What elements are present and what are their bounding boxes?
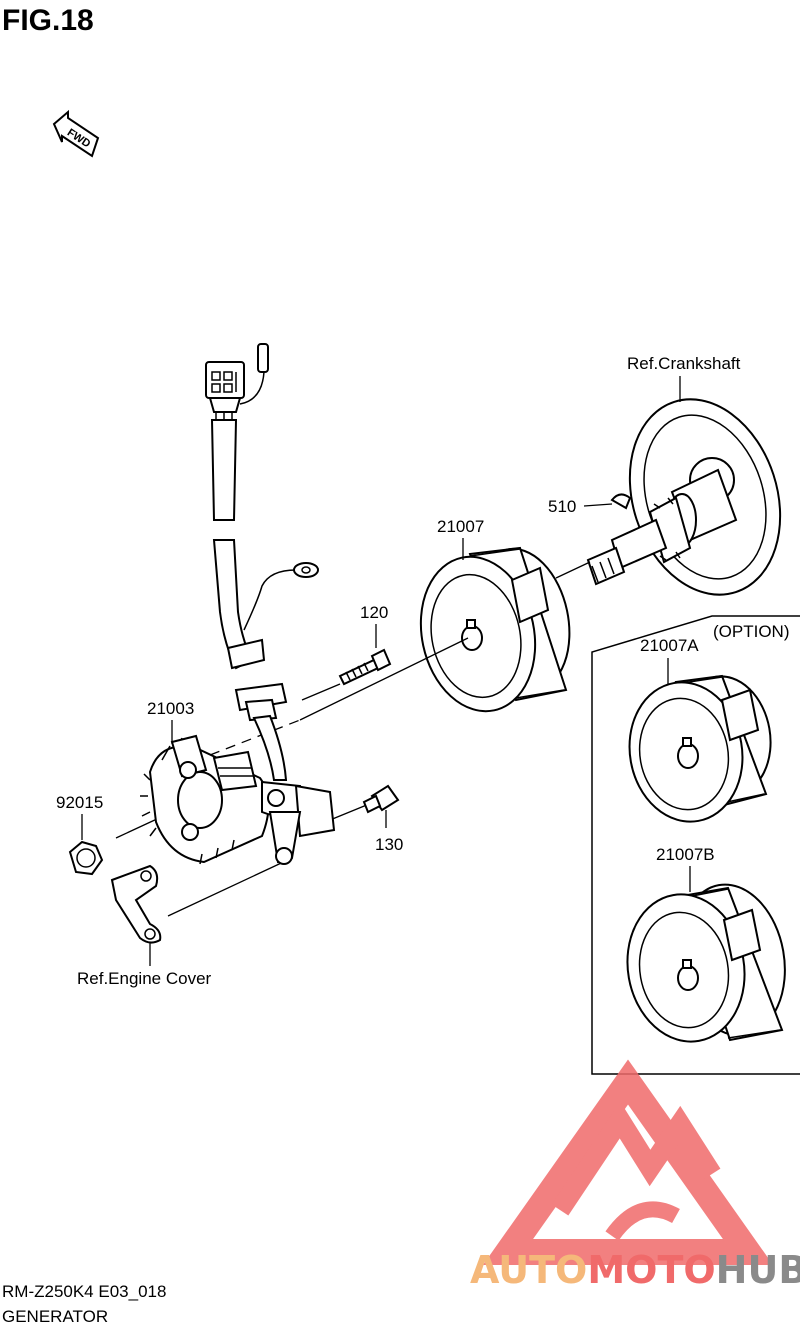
crankshaft-drawing [586, 398, 782, 596]
engine-cover-plate [110, 864, 162, 944]
footer-section: GENERATOR [2, 1307, 108, 1326]
label-21007a: 21007A [640, 636, 699, 655]
stator-21003 [140, 734, 336, 865]
label-21003: 21003 [147, 699, 194, 718]
rotor-21007 [419, 546, 571, 713]
label-21007b: 21007B [656, 845, 715, 864]
fwd-arrow-icon: FWD [52, 109, 100, 158]
bolt-120 [338, 648, 392, 686]
nut-92015 [68, 840, 104, 876]
bolt-130 [362, 784, 400, 814]
watermark-auto: AUTO [470, 1248, 587, 1292]
option-box [591, 615, 800, 1075]
rotor-21007a [628, 674, 772, 823]
label-510: 510 [548, 497, 576, 516]
rotor-21007b [626, 883, 786, 1043]
watermark-moto: MOTO [587, 1248, 715, 1292]
footer-model: RM-Z250K4 E03_018 [2, 1282, 166, 1301]
woodruff-key-510 [610, 493, 632, 510]
watermark-hub: HUB [716, 1248, 800, 1292]
watermark-text: AUTOMOTOHUB [470, 1248, 800, 1292]
wire-harness [205, 343, 319, 781]
label-130: 130 [375, 835, 403, 854]
watermark-logo-icon [482, 1059, 774, 1265]
label-92015: 92015 [56, 793, 103, 812]
label-option: (OPTION) [713, 622, 790, 641]
figure-title: FIG.18 [2, 4, 94, 37]
label-ref-crankshaft: Ref.Crankshaft [627, 354, 741, 373]
label-120: 120 [360, 603, 388, 622]
label-21007: 21007 [437, 517, 484, 536]
label-ref-engine-cover: Ref.Engine Cover [77, 969, 212, 988]
